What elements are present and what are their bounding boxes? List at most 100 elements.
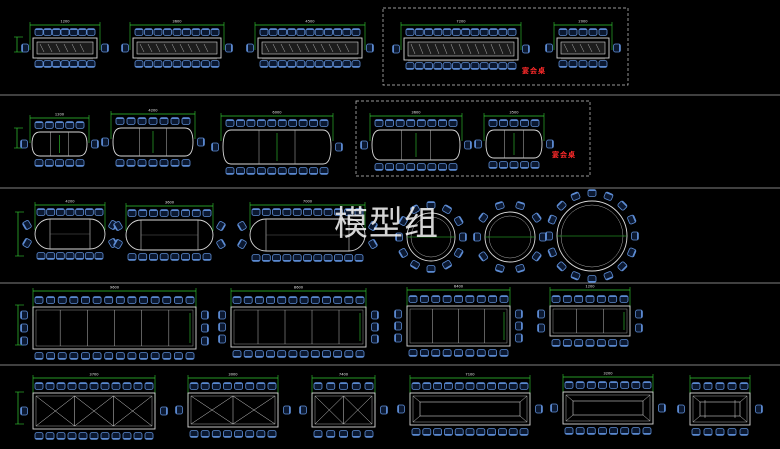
- banquet-table: [112, 127, 194, 157]
- chair-icon: [277, 60, 287, 68]
- chair-icon: [277, 28, 287, 36]
- chair-icon: [551, 339, 561, 347]
- chair-icon: [465, 428, 475, 436]
- chair-icon: [246, 43, 254, 53]
- chair-icon: [422, 428, 432, 436]
- chair-icon: [181, 159, 191, 167]
- centerpiece-hatch: [187, 43, 193, 53]
- chair-icon: [339, 430, 348, 438]
- chair-icon: [163, 28, 172, 36]
- chair-icon: [546, 139, 554, 149]
- chair-icon: [461, 62, 471, 70]
- chair-icon: [442, 295, 452, 303]
- chair-icon: [406, 163, 416, 171]
- chair-icon: [101, 43, 109, 53]
- chair-icon: [218, 310, 226, 320]
- chair-icon: [200, 430, 210, 438]
- chair-icon: [410, 204, 420, 214]
- chair-icon: [344, 350, 354, 358]
- chair-icon: [587, 275, 597, 283]
- chair-icon: [558, 60, 568, 68]
- chair-icon: [703, 382, 713, 390]
- chair-icon: [635, 309, 643, 319]
- dimension-label: 2000: [578, 20, 588, 24]
- chair-icon: [515, 321, 523, 331]
- chair-icon: [465, 349, 475, 357]
- chair-icon: [232, 296, 242, 304]
- chair-icon: [416, 163, 426, 171]
- chair-icon: [259, 60, 269, 68]
- chair-icon: [86, 60, 96, 68]
- chair-icon: [91, 139, 99, 149]
- corner-line: [642, 394, 651, 402]
- chair-icon: [216, 239, 226, 249]
- dimension-label: 6000: [272, 111, 282, 115]
- chair-icon: [75, 208, 85, 216]
- chair-icon: [488, 119, 498, 127]
- centerpiece-hatch: [571, 43, 577, 53]
- chair-icon: [243, 296, 253, 304]
- banquet-table: [222, 129, 332, 165]
- chair-icon: [715, 428, 725, 436]
- chair-icon: [60, 60, 70, 68]
- chair-icon: [81, 352, 90, 360]
- chair-icon: [499, 161, 508, 169]
- chair-icon: [181, 253, 190, 261]
- chair-icon: [282, 208, 292, 216]
- chair-icon: [162, 352, 172, 360]
- chair-icon: [259, 28, 269, 36]
- chair-icon: [499, 349, 509, 357]
- chair-icon: [150, 296, 160, 304]
- corner-line: [739, 415, 748, 423]
- chair-icon: [173, 352, 183, 360]
- chair-icon: [115, 352, 125, 360]
- chair-icon: [201, 60, 210, 68]
- chair-icon: [189, 430, 199, 438]
- chair-icon: [122, 432, 132, 440]
- dimension-label: 7200: [456, 20, 466, 24]
- corner-line: [412, 415, 421, 423]
- chair-icon: [182, 60, 191, 68]
- chair-icon: [414, 28, 424, 36]
- diagonal: [190, 395, 234, 425]
- chair-icon: [232, 350, 242, 358]
- chair-icon: [69, 60, 79, 68]
- chair-icon: [283, 405, 291, 415]
- chair-icon: [159, 159, 169, 167]
- chair-icon: [313, 254, 323, 262]
- chair-icon: [65, 208, 75, 216]
- chair-icon: [310, 350, 320, 358]
- chair-icon: [394, 321, 402, 331]
- centerpiece-hatch: [79, 43, 85, 53]
- chair-icon: [159, 253, 169, 261]
- chair-icon: [127, 209, 137, 217]
- centerpiece-hatch: [490, 43, 496, 55]
- chair-icon: [172, 60, 182, 68]
- chair-icon: [144, 28, 153, 36]
- chair-icon: [419, 349, 429, 357]
- centerpiece-hatch: [328, 43, 334, 53]
- chair-icon: [438, 163, 447, 171]
- dimension-label: 7000: [303, 200, 313, 204]
- chair-icon: [34, 382, 44, 390]
- chair-icon: [309, 119, 318, 127]
- chair-icon: [564, 427, 574, 435]
- chair-icon: [202, 209, 212, 217]
- chair-icon: [547, 247, 557, 258]
- watermark-text: 模型组: [334, 204, 439, 244]
- chair-icon: [326, 430, 336, 438]
- chair-icon: [598, 60, 608, 68]
- centerpiece-hatch: [139, 43, 145, 53]
- chair-icon: [443, 428, 453, 436]
- chair-icon: [739, 428, 749, 436]
- chair-icon: [585, 339, 595, 347]
- chair-icon: [408, 295, 418, 303]
- chair-icon: [617, 261, 628, 272]
- chair-icon: [65, 252, 75, 260]
- dimension-label: 3600: [165, 201, 175, 205]
- chair-icon: [355, 350, 365, 358]
- chair-icon: [574, 295, 584, 303]
- chair-icon: [299, 296, 309, 304]
- chair-icon: [351, 382, 361, 390]
- chair-icon: [433, 382, 443, 390]
